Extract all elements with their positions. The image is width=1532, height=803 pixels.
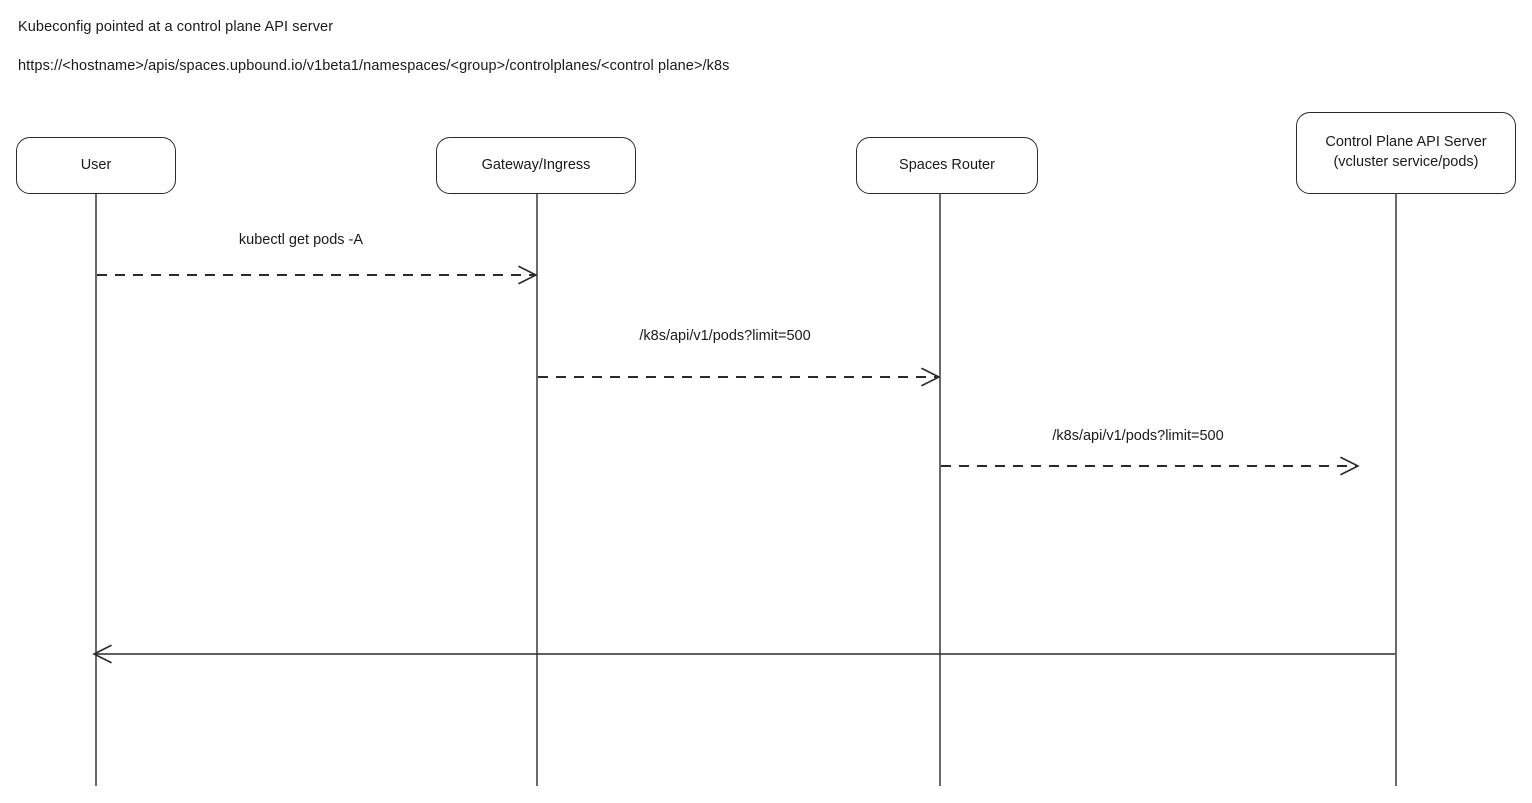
participant-label-user: User xyxy=(80,156,112,173)
message-arrowhead-msg-k8s-api-pods-router xyxy=(1340,456,1360,476)
participant-user[interactable]: User xyxy=(16,137,176,194)
message-msg-k8s-api-pods-router[interactable] xyxy=(941,456,1360,476)
message-arrowhead-msg-response-to-user xyxy=(92,644,112,664)
message-msg-k8s-api-pods-gateway[interactable] xyxy=(538,367,941,387)
diagram-subtitle-url: https://<hostname>/apis/spaces.upbound.i… xyxy=(18,58,730,74)
participant-spaces-router[interactable]: Spaces Router xyxy=(856,137,1038,194)
message-label-msg-kubectl-get-pods: kubectl get pods -A xyxy=(238,232,364,248)
diagram-title: Kubeconfig pointed at a control plane AP… xyxy=(18,19,334,35)
message-label-msg-k8s-api-pods-gateway: /k8s/api/v1/pods?limit=500 xyxy=(639,328,811,344)
message-arrowhead-msg-k8s-api-pods-gateway xyxy=(921,367,941,387)
message-msg-response-to-user[interactable] xyxy=(92,644,1395,664)
participant-label-control-plane: Control Plane API Server (vcluster servi… xyxy=(1325,134,1487,170)
participant-label-spaces-router: Spaces Router xyxy=(899,156,995,173)
participant-control-plane[interactable]: Control Plane API Server (vcluster servi… xyxy=(1296,112,1516,194)
participant-label-gateway: Gateway/Ingress xyxy=(481,156,591,173)
participant-gateway[interactable]: Gateway/Ingress xyxy=(436,137,636,194)
message-label-msg-k8s-api-pods-router: /k8s/api/v1/pods?limit=500 xyxy=(1052,428,1224,444)
lifelines-group xyxy=(95,194,1397,786)
message-msg-kubectl-get-pods[interactable] xyxy=(97,265,538,285)
messages-group xyxy=(92,265,1395,664)
message-arrowhead-msg-kubectl-get-pods xyxy=(518,265,538,285)
